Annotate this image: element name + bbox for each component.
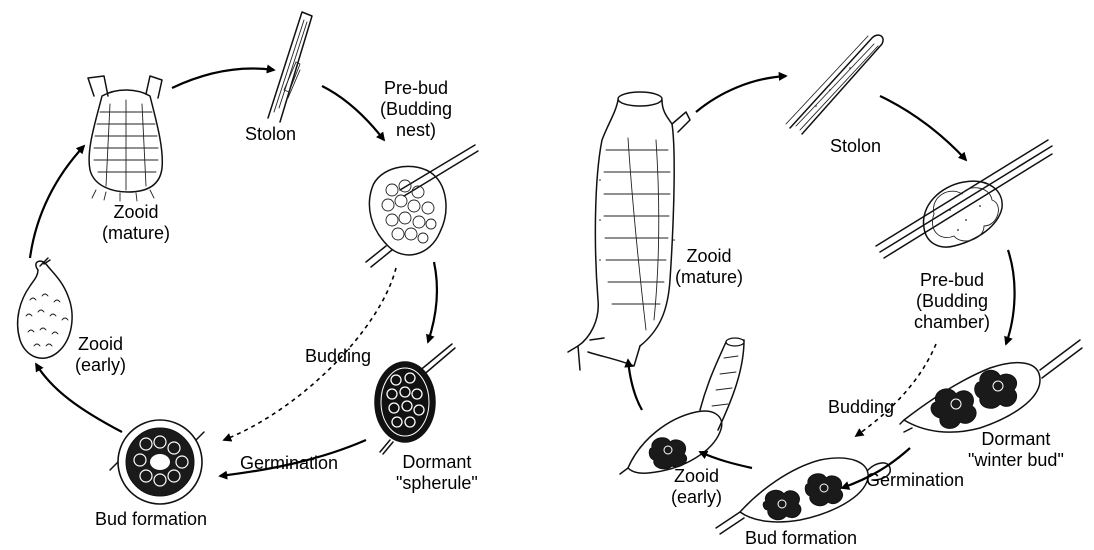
left-budformation-drawing — [110, 420, 204, 504]
left-spherule-drawing — [375, 344, 455, 454]
right-zooid-early-drawing — [620, 338, 744, 474]
left-zooid-mature-label: Zooid(mature) — [102, 202, 170, 244]
right-dormant-label: Dormant"winter bud" — [968, 429, 1064, 471]
right-germination-label: Germination — [866, 470, 964, 491]
right-budformation-drawing — [716, 458, 890, 534]
left-bud-formation-label: Bud formation — [95, 509, 207, 530]
left-zooid-mature-drawing — [88, 76, 162, 201]
left-germination-label: Germination — [240, 453, 338, 474]
right-winterbud-drawing — [900, 340, 1082, 432]
left-prebud-drawing — [366, 145, 478, 267]
left-zooid-early-label: Zooid(early) — [75, 334, 126, 376]
right-stolon-label: Stolon — [830, 136, 881, 157]
right-budding-label: Budding — [828, 397, 894, 418]
left-budding-label: Budding — [305, 346, 371, 367]
left-stolon-label: Stolon — [245, 124, 296, 145]
right-zooid-early-label: Zooid(early) — [671, 466, 722, 508]
right-stolon-drawing — [786, 35, 883, 134]
right-zooid-mature-label: Zooid(mature) — [675, 246, 743, 288]
right-bud-formation-label: Bud formation — [745, 528, 857, 549]
left-stolon-drawing — [268, 12, 312, 122]
left-dormant-label: Dormant"spherule" — [396, 452, 478, 494]
right-zooid-mature-drawing — [568, 92, 690, 370]
left-zooid-early-drawing — [18, 258, 72, 358]
